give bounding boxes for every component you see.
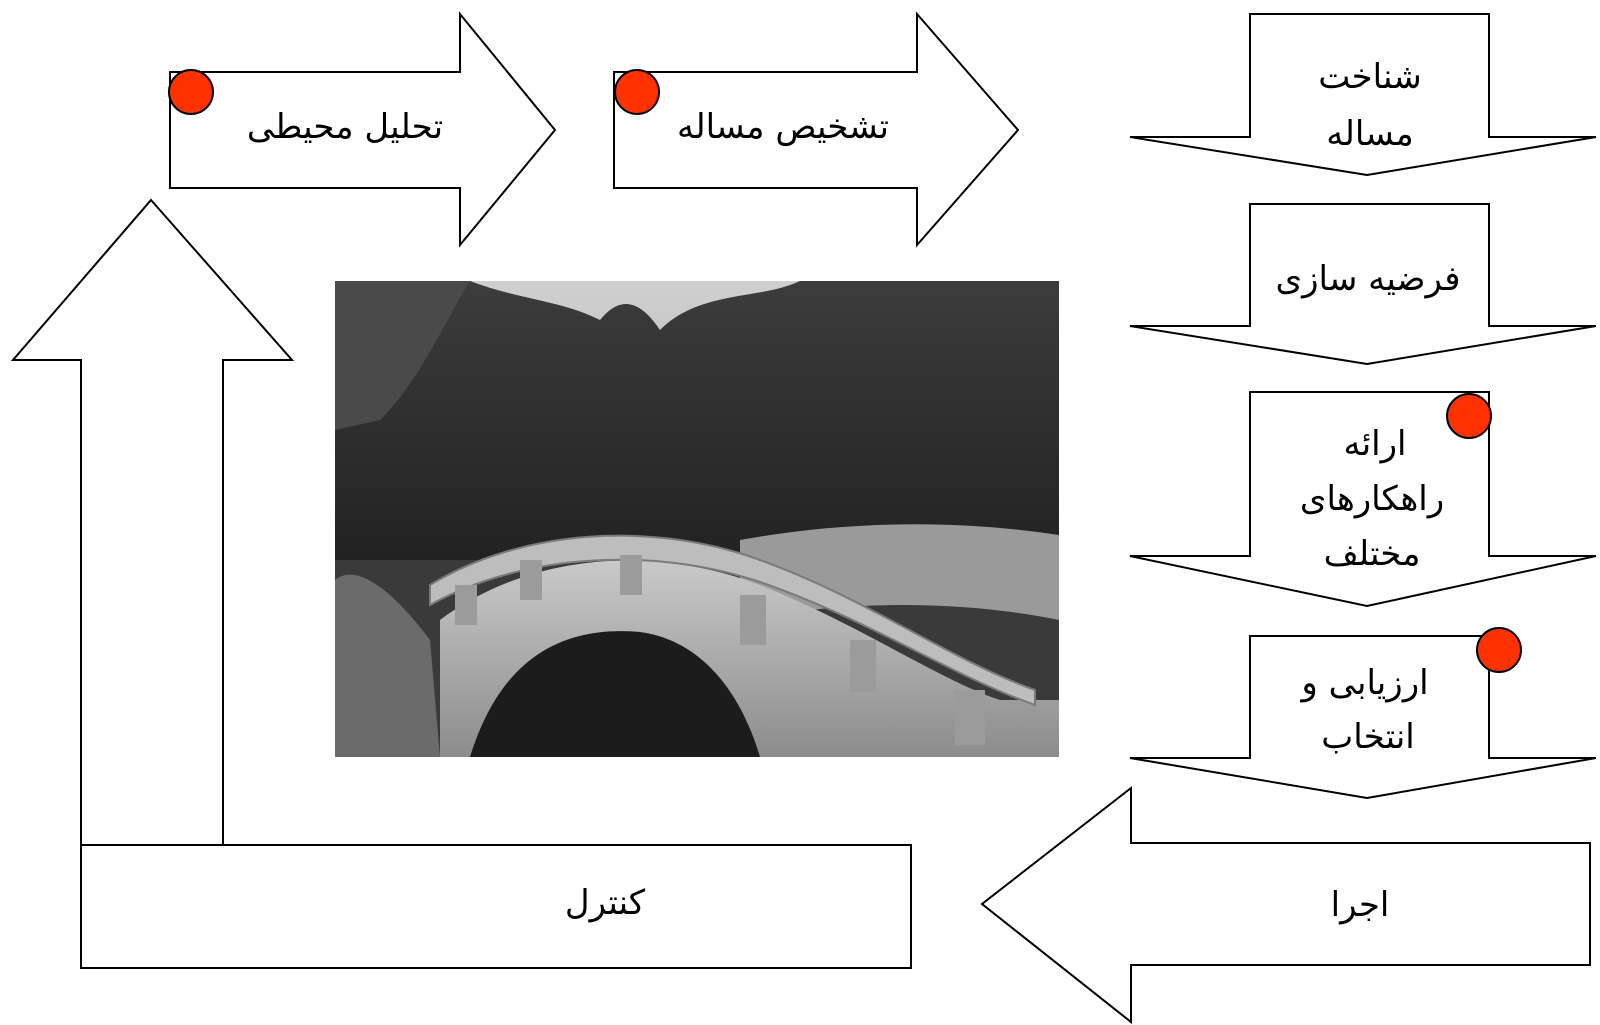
label-environment-analysis: تحلیل محیطی <box>247 107 443 147</box>
arrow-environment-analysis: تحلیل محیطی <box>168 11 557 248</box>
label-problem-diagnosis: تشخیص مساله <box>677 107 889 147</box>
label-solutions-line1: ارائه <box>1343 424 1406 464</box>
arrow-hypothesis: فرضیه سازی <box>1129 203 1597 366</box>
arrow-evaluation: ارزیابی و انتخاب <box>1129 627 1597 800</box>
marker-dot <box>1446 393 1492 439</box>
label-implementation: اجرا <box>1331 885 1390 925</box>
label-solutions-line3: مختلف <box>1324 534 1421 574</box>
label-evaluation-line1: ارزیابی و <box>1299 663 1428 703</box>
arrow-problem-recognition: شناخت مساله <box>1129 13 1597 177</box>
arrow-problem-diagnosis: تشخیص مساله <box>613 11 1020 248</box>
marker-dot <box>1476 627 1522 673</box>
label-control: کنترل <box>565 883 646 923</box>
marker-dot <box>168 69 214 115</box>
marker-dot <box>614 69 660 115</box>
arrow-control-feedback: کنترل <box>10 198 912 969</box>
label-problem-recognition-line1: شناخت <box>1318 57 1422 97</box>
bridge-photo <box>335 281 1059 757</box>
label-evaluation-line2: انتخاب <box>1321 717 1414 757</box>
arrow-implementation: اجرا <box>980 785 1591 1025</box>
label-hypothesis: فرضیه سازی <box>1275 259 1460 299</box>
label-problem-recognition-line2: مساله <box>1326 114 1414 154</box>
arrow-solutions: ارائه راهکارهای مختلف <box>1129 391 1597 608</box>
label-solutions-line2: راهکارهای <box>1300 479 1444 519</box>
